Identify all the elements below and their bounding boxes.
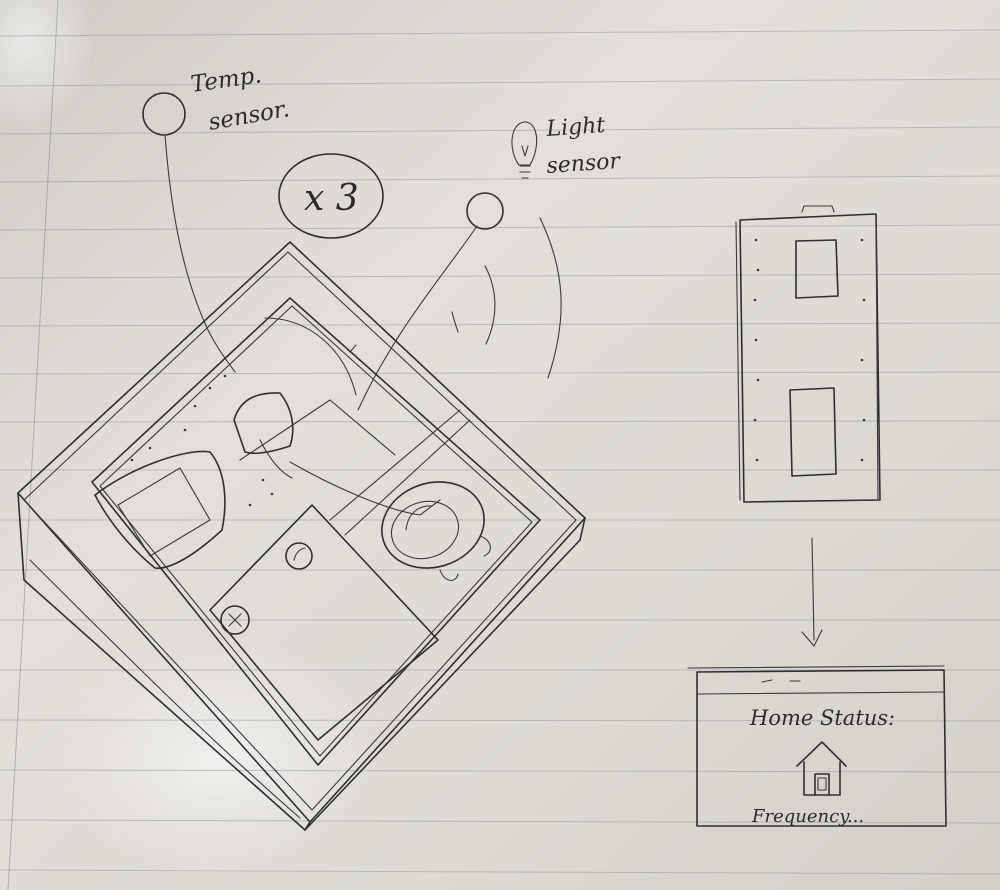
screen-footer: Frequency...	[751, 806, 864, 827]
light-sensor-label-line1: Light	[545, 113, 606, 142]
light-sensor-label-line2: sensor	[546, 149, 623, 179]
screen-title: Home Status:	[749, 706, 895, 730]
light-glare	[50, 640, 390, 880]
multiplier-label: x 3	[304, 178, 359, 219]
